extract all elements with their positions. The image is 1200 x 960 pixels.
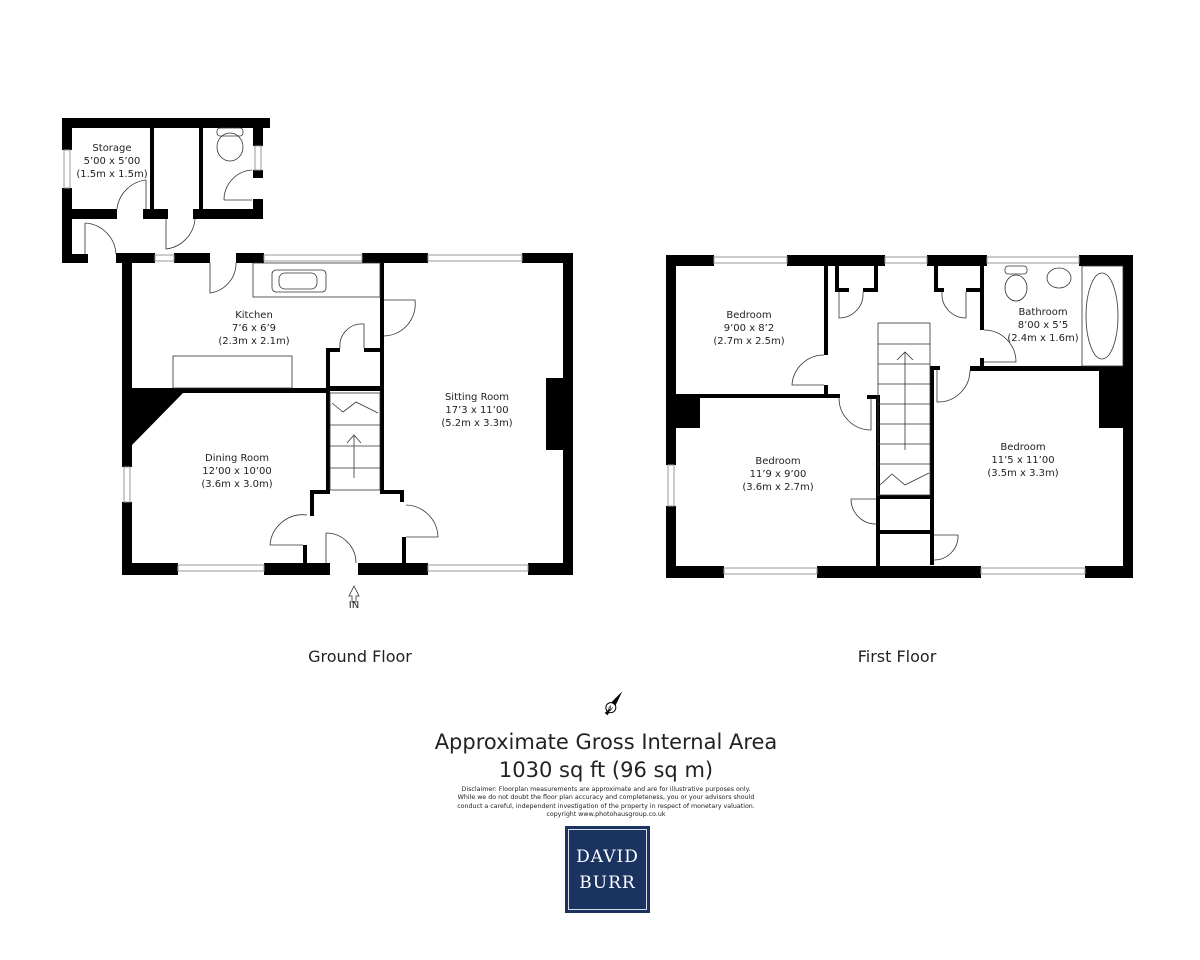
room-name: Bedroom [726, 310, 772, 321]
room-name: Dining Room [205, 453, 269, 464]
room-label-kitchen: Kitchen 7’6 x 6’9 (2.3m x 2.1m) [218, 309, 289, 348]
first-floor-fixtures [791, 265, 1124, 561]
ground-floor-windows [63, 145, 529, 572]
room-name: Storage [92, 143, 132, 154]
room-label-dining-room: Dining Room 12’00 x 10’00 (3.6m x 3.0m) [201, 452, 272, 491]
entrance-label: IN [348, 600, 360, 611]
room-label-sitting-room: Sitting Room 17’3 x 11’00 (5.2m x 3.3m) [441, 391, 512, 430]
ground-floor-fixtures [84, 127, 439, 603]
logo-line-1: DAVID [576, 847, 639, 867]
room-dimensions-imperial: 7’6 x 6’9 [231, 323, 277, 334]
room-label-bedroom-1: Bedroom 9’00 x 8’2 (2.7m x 2.5m) [713, 309, 784, 348]
compass-north-arrow-icon: N [604, 691, 623, 716]
room-dimensions-imperial: 9’00 x 8’2 [723, 323, 775, 334]
room-dimensions-imperial: 11’5 x 11’00 [991, 455, 1055, 466]
room-dimensions-metric: (3.6m x 3.0m) [201, 479, 273, 490]
room-name: Bedroom [755, 456, 801, 467]
first-floor-walls [666, 255, 1133, 578]
first-floor-windows [667, 256, 1086, 575]
room-dimensions-metric: (2.3m x 2.1m) [218, 336, 290, 347]
david-burr-logo: DAVID BURR [565, 826, 650, 913]
room-label-bathroom: Bathroom 8’00 x 5’5 (2.4m x 1.6m) [1007, 306, 1078, 345]
room-dimensions-imperial: 5’00 x 5’00 [83, 156, 141, 167]
ground-floor-label: Ground Floor [308, 647, 412, 666]
room-dimensions-metric: (2.7m x 2.5m) [713, 336, 785, 347]
area-value: 1030 sq ft (96 sq m) [498, 758, 714, 782]
first-floor-label: First Floor [857, 647, 937, 666]
ground-floor-walls [62, 118, 573, 575]
room-label-bedroom-2: Bedroom 11’9 x 9’00 (3.6m x 2.7m) [742, 455, 813, 494]
compass-label: N [606, 705, 614, 713]
room-name: Sitting Room [444, 392, 510, 403]
room-dimensions-metric: (1.5m x 1.5m) [76, 169, 148, 180]
room-dimensions-imperial: 11’9 x 9’00 [749, 469, 807, 480]
disclaimer-line: copyright www.photohausgroup.co.uk [546, 810, 666, 818]
room-dimensions-metric: (3.5m x 3.3m) [987, 468, 1059, 479]
room-name: Bedroom [1000, 442, 1046, 453]
disclaimer-line: conduct a careful, independent investiga… [457, 802, 755, 810]
room-name: Bathroom [1018, 307, 1068, 318]
room-label-storage: Storage 5’00 x 5’00 (1.5m x 1.5m) [76, 142, 147, 181]
area-title: Approximate Gross Internal Area [434, 730, 778, 754]
room-dimensions-metric: (5.2m x 3.3m) [441, 418, 513, 429]
room-dimensions-imperial: 12’00 x 10’00 [202, 466, 272, 477]
logo-line-2: BURR [579, 873, 636, 893]
room-dimensions-imperial: 8’00 x 5’5 [1017, 320, 1069, 331]
room-label-bedroom-3: Bedroom 11’5 x 11’00 (3.5m x 3.3m) [987, 441, 1058, 480]
disclaimer-line: Disclaimer: Floorplan measurements are a… [461, 786, 751, 793]
disclaimer-line: While we do not doubt the floor plan acc… [457, 794, 755, 802]
room-dimensions-metric: (2.4m x 1.6m) [1007, 333, 1079, 344]
disclaimer: Disclaimer: Floorplan measurements are a… [457, 786, 755, 819]
room-name: Kitchen [235, 310, 273, 321]
room-dimensions-metric: (3.6m x 2.7m) [742, 482, 814, 493]
room-dimensions-imperial: 17’3 x 11’00 [445, 405, 509, 416]
